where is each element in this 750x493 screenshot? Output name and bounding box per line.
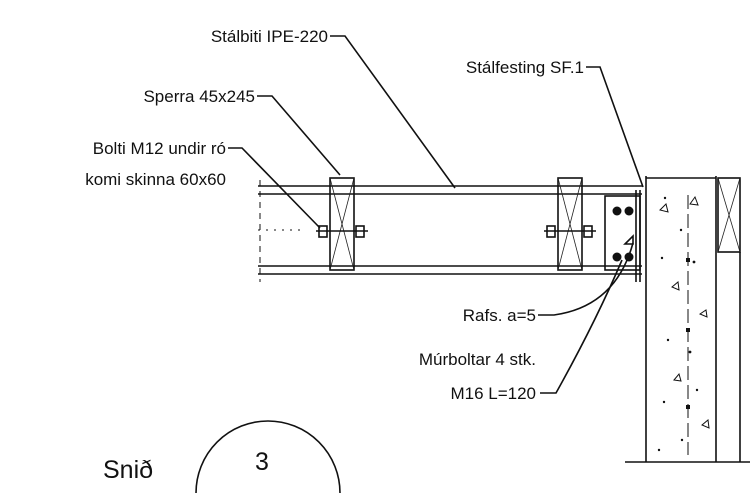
rafter-right <box>544 177 596 271</box>
section-word: Snið <box>103 456 153 484</box>
leader-lines <box>228 35 644 394</box>
anchor-bolt-icon <box>612 206 622 216</box>
bolt-label-line2: komi skinna 60x60 <box>85 170 226 189</box>
anchor-label-line1: Múrboltar 4 stk. <box>419 350 536 369</box>
beam-label: Stálbiti IPE-220 <box>211 27 328 46</box>
section-marker: Snið 3 <box>103 420 341 493</box>
rafter-left <box>316 177 368 271</box>
bracket-label: Stálfesting SF.1 <box>466 58 584 77</box>
anchor-bolt-icon <box>612 252 622 262</box>
rafter-label: Sperra 45x245 <box>143 87 255 106</box>
anchor-bolt-icon <box>624 206 634 216</box>
concrete-wall <box>625 176 750 463</box>
steel-bracket <box>604 190 641 282</box>
bolt-label-line1: Bolti M12 undir ró <box>93 139 226 158</box>
weld-label: Rafs. a=5 <box>463 306 536 325</box>
section-number: 3 <box>255 448 269 476</box>
anchor-label-line2: M16 L=120 <box>450 384 536 403</box>
